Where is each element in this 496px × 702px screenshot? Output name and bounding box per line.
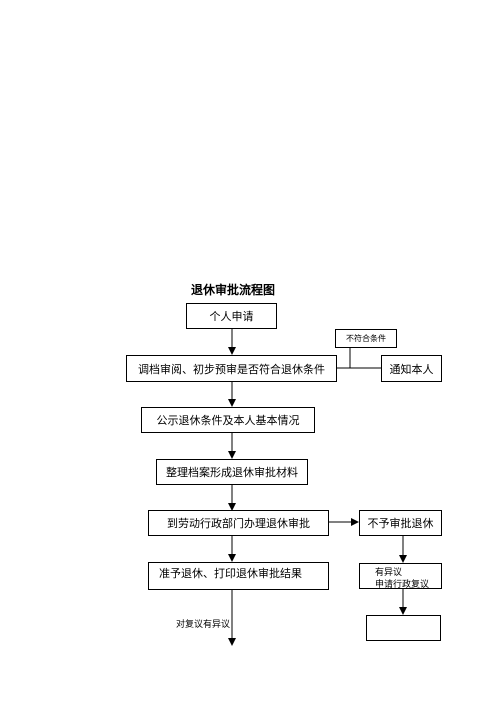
diagram-title: 退休审批流程图	[191, 283, 276, 297]
label-admin-review: 申请行政复议	[375, 580, 430, 589]
step-objection-admin-review: 有异议 申请行政复议	[359, 563, 442, 589]
label-review-objection: 对复议有异议	[176, 620, 231, 630]
step-reject-retirement: 不予审批退休	[359, 510, 442, 536]
step-initial-review: 调档审阅、初步预审是否符合退休条件	[126, 355, 337, 382]
step-publicize-conditions: 公示退休条件及本人基本情况	[141, 407, 315, 433]
step-organize-archives: 整理档案形成退休审批材料	[156, 459, 308, 485]
step-labor-department-approval: 到劳动行政部门办理退休审批	[148, 510, 329, 536]
label-not-qualified: 不符合条件	[335, 329, 397, 348]
step-notify-applicant: 通知本人	[381, 355, 442, 382]
step-final-empty	[366, 615, 441, 641]
step-approve-retirement: 准予退休、打印退休审批结果	[148, 562, 329, 590]
step-personal-application: 个人申请	[186, 303, 277, 329]
label-objection: 有异议	[375, 568, 403, 578]
step-approve-label: 准予退休、打印退休审批结果	[159, 567, 302, 580]
